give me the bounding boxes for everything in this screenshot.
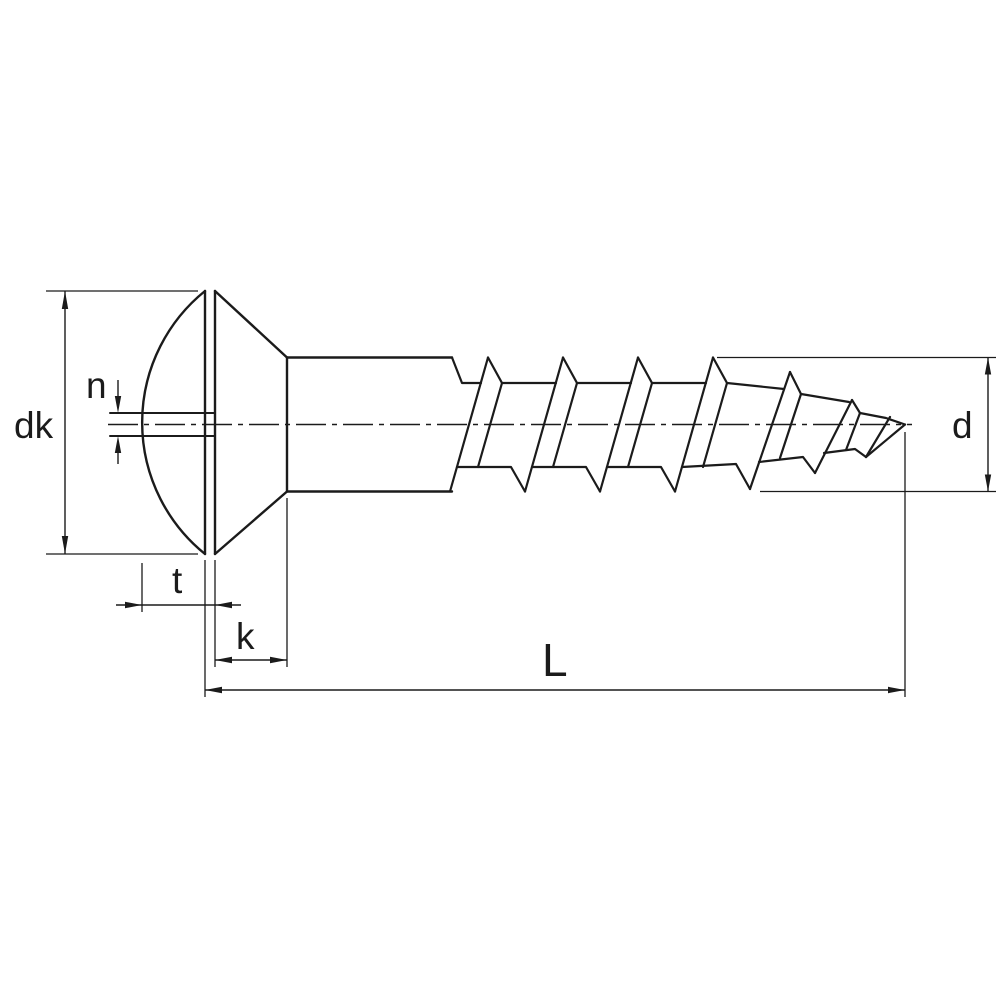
dimension-dk: dk [14,290,198,555]
screw-thread [448,356,907,493]
dimension-t: t [116,560,241,667]
dimension-L: L [204,432,906,697]
label-k: k [236,616,255,657]
label-d: d [952,405,973,446]
dimension-k: k [215,498,288,667]
screw-slot [109,412,216,437]
label-n: n [86,365,107,406]
screw-head-outline [140,289,289,556]
label-L: L [542,634,568,686]
dimension-n: n [86,365,122,464]
label-t: t [172,560,183,601]
dimension-d: d [717,356,996,493]
screw-shank [285,356,454,493]
label-dk: dk [14,405,54,446]
